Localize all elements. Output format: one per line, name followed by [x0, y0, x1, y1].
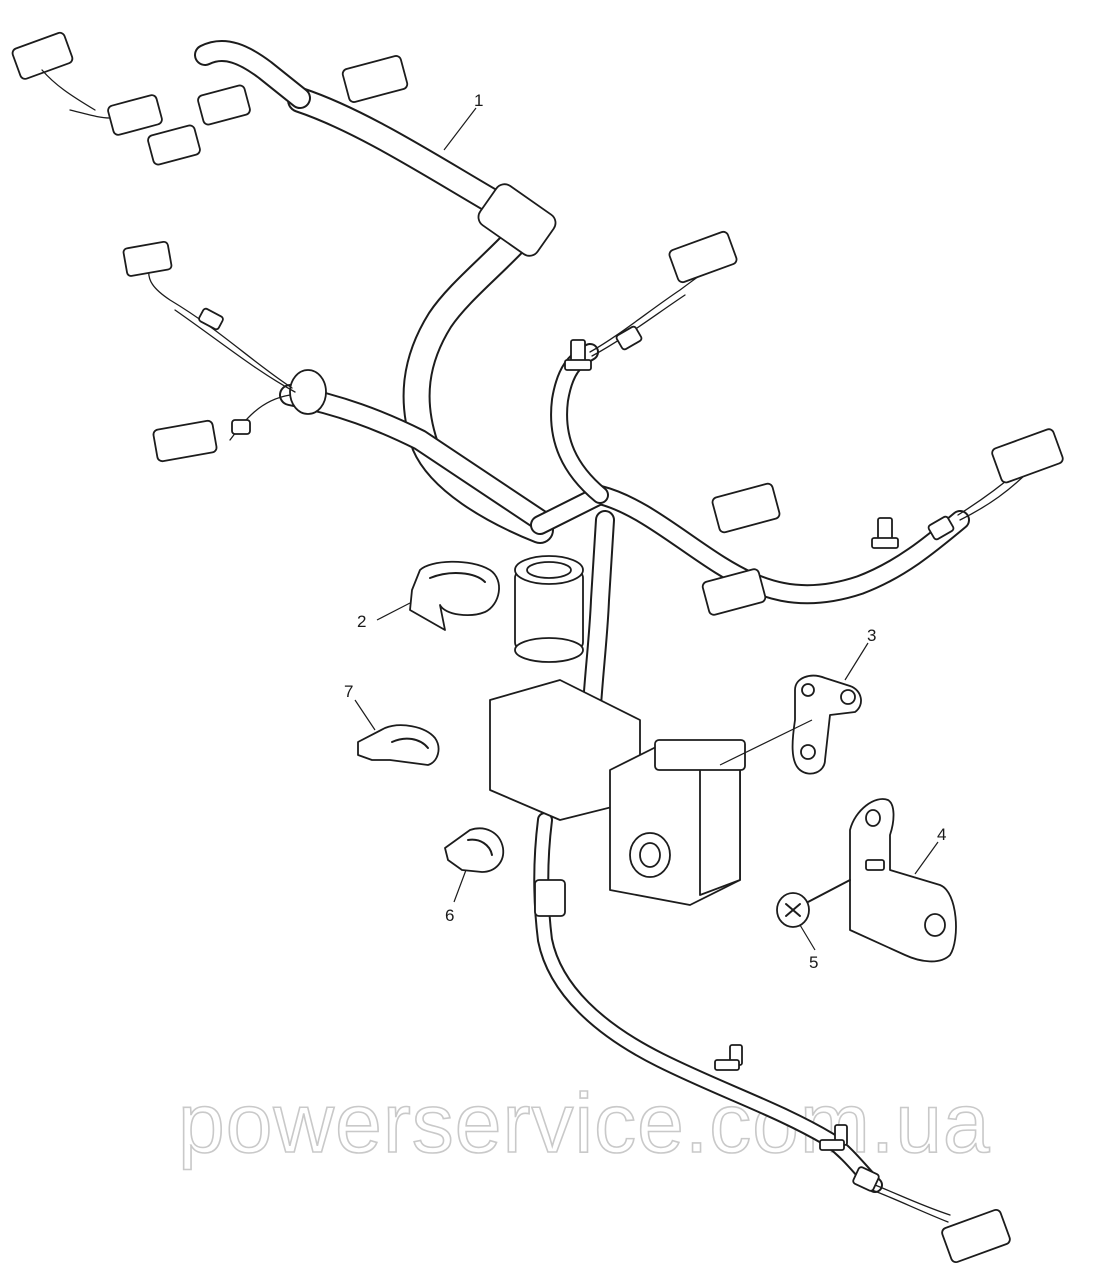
elbow-sleeve [477, 183, 557, 257]
callout-5: 5 [799, 924, 818, 972]
connector-top-left-3 [147, 124, 201, 166]
callout-label-4: 4 [937, 825, 946, 844]
grommet-left [289, 369, 327, 415]
part-7-clip [357, 724, 440, 766]
wire-clip-bottom [852, 1166, 880, 1192]
harness-junction-grommet [514, 555, 584, 663]
callout-7: 7 [344, 682, 376, 731]
connector-center-right-2 [701, 568, 767, 616]
callout-4: 4 [914, 825, 946, 875]
harness-main-run [402, 183, 557, 544]
part-5-screw [776, 879, 851, 928]
callout-label-3: 3 [867, 626, 876, 645]
part-4-bracket [849, 798, 957, 963]
connector-center-right-1 [711, 482, 781, 534]
callout-2: 2 [357, 602, 411, 631]
callout-3: 3 [719, 626, 876, 766]
harness-left-branch [148, 264, 551, 531]
wire-clip-left-lower [231, 419, 251, 435]
wire-clip-left [198, 307, 224, 331]
connector-left-lower [152, 419, 218, 463]
callout-label-5: 5 [809, 953, 818, 972]
clip-lower-harness [534, 879, 566, 917]
harness-top-trunk [194, 40, 543, 238]
wire-clip-right-lower [927, 515, 955, 541]
callout-6: 6 [445, 869, 467, 925]
stud-right-upper [564, 339, 592, 371]
part-1-wiring-harness [11, 31, 1064, 1264]
connector-bottom [941, 1208, 1011, 1264]
connector-top-left-4 [197, 84, 251, 126]
callout-label-1: 1 [474, 91, 483, 110]
part-3-bracket [791, 674, 862, 775]
stud-right-lower [871, 517, 899, 549]
harness-right-branch [530, 261, 1031, 605]
callout-label-7: 7 [344, 682, 353, 701]
connector-right-lower [991, 428, 1064, 484]
connector-top-left-1 [11, 31, 74, 80]
callout-1: 1 [443, 91, 483, 151]
part-2-clamp [409, 560, 500, 631]
connector-right-upper [668, 230, 738, 284]
connectors [11, 31, 1064, 1264]
callouts: 1 2 3 4 5 6 7 [344, 91, 946, 972]
callout-label-6: 6 [445, 906, 454, 925]
stud-lower-2 [819, 1124, 848, 1151]
connector-top-left-2 [107, 94, 163, 136]
connector-top-center [341, 55, 409, 103]
connector-left-upper [122, 240, 173, 277]
part-6-clip [444, 827, 505, 873]
callout-label-2: 2 [357, 612, 366, 631]
watermark-text: powerservice.com.ua [178, 1076, 991, 1170]
harness-control-module [609, 739, 746, 906]
stud-lower-1 [714, 1044, 743, 1071]
wire-clip-right-upper [615, 325, 643, 351]
